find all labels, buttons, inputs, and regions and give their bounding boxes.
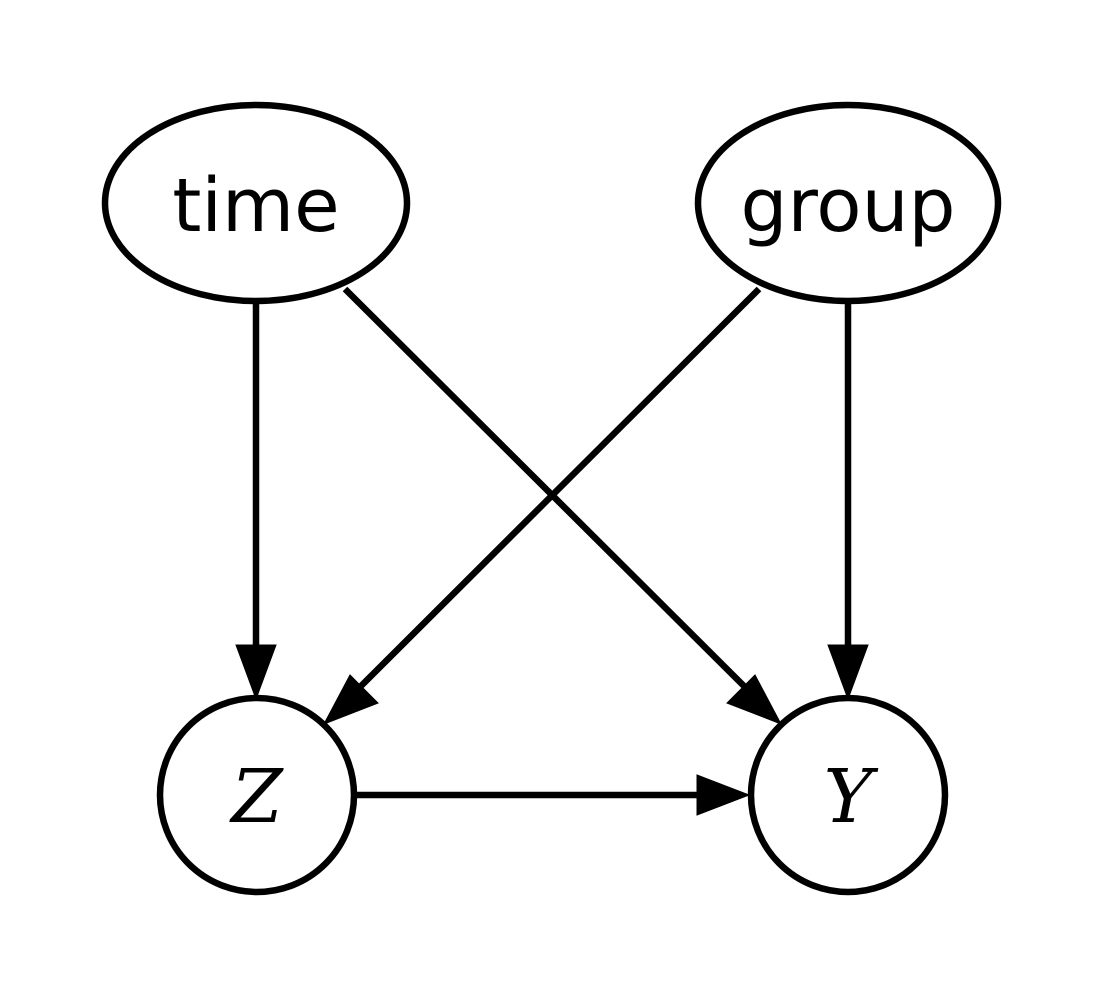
node-Z-label: Z (229, 754, 284, 840)
node-group-label: group (741, 163, 956, 249)
edge-Z-to-Y[interactable] (354, 774, 751, 816)
arrowhead-group-to-Z (322, 674, 379, 725)
arrowhead-time-to-Z (235, 644, 277, 701)
node-Z[interactable]: Z (156, 694, 358, 896)
node-group[interactable]: group (694, 101, 1002, 305)
node-time[interactable]: time (101, 101, 411, 305)
node-Y-label: Y (824, 754, 879, 840)
edge-group-to-Z[interactable] (322, 286, 762, 725)
arrowhead-time-to-Y (726, 674, 783, 725)
arrowhead-Z-to-Y (696, 774, 751, 816)
node-time-shape (101, 101, 411, 305)
edge-time-to-Y[interactable] (342, 286, 783, 725)
node-Y[interactable]: Y (747, 694, 949, 896)
edge-group-to-Y[interactable] (827, 301, 869, 701)
node-group-shape (694, 101, 1002, 305)
node-Z-shape (156, 694, 358, 896)
arrowhead-group-to-Y (827, 644, 869, 701)
edge-line-group-to-Z (347, 286, 762, 700)
node-Y-shape (747, 694, 949, 896)
edge-time-to-Z[interactable] (235, 301, 277, 701)
node-time-label: time (172, 163, 339, 249)
